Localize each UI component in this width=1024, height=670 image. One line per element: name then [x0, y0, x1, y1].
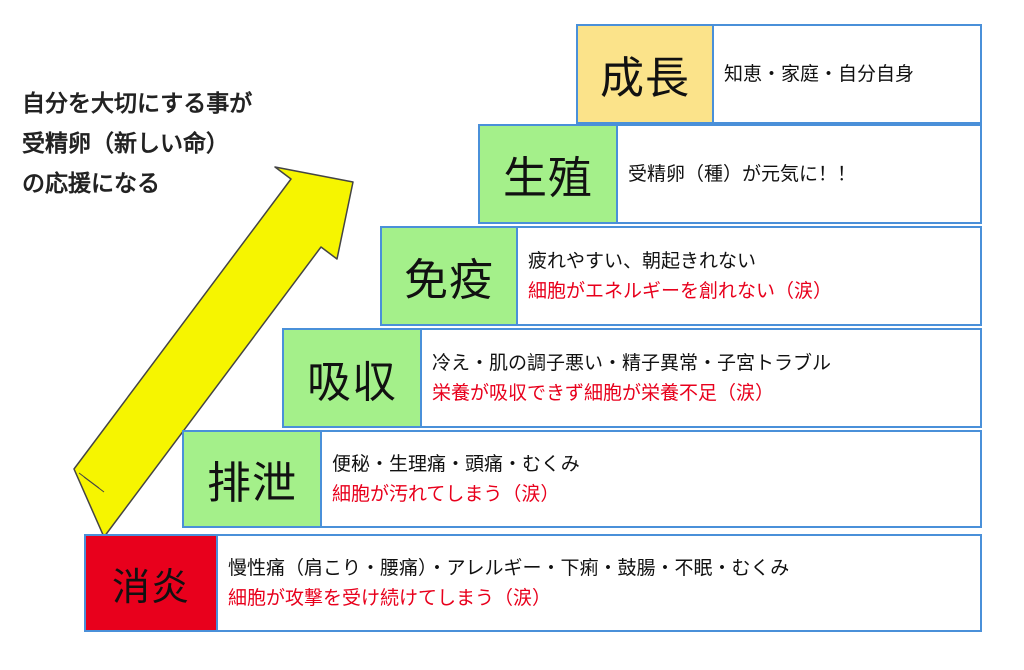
step-symptom-text: 便秘・生理痛・頭痛・むくみ — [332, 453, 580, 475]
step-description-absorption: 冷え・肌の調子悪い・精子異常・子宮トラブル 栄養が吸収できず細胞が栄養不足（涙） — [422, 328, 982, 428]
step-symptom-text: 受精卵（種）が元気に！！ — [628, 163, 857, 185]
step-symptom-text: 慢性痛（肩こり・腰痛）・アレルギー・下痢・鼓腸・不眠・むくみ — [228, 557, 790, 579]
caption-line: 自分を大切にする事が — [22, 91, 253, 117]
step-description-growth: 知恵・家庭・自分自身 — [714, 24, 982, 124]
step-cell-note: 細胞が汚れてしまう（涙） — [332, 483, 560, 505]
caption-line: 受精卵（新しい命） — [22, 131, 229, 157]
step-label-growth: 成長 — [576, 24, 714, 124]
step-cell-note: 栄養が吸収できず細胞が栄養不足（涙） — [432, 382, 775, 404]
step-symptom-text: 疲れやすい、朝起きれない — [528, 250, 757, 272]
step-symptom-text: 冷え・肌の調子悪い・精子異常・子宮トラブル — [432, 352, 832, 374]
caption-line: の応援になる — [22, 171, 160, 197]
step-description-immunity: 疲れやすい、朝起きれない 細胞がエネルギーを創れない（涙） — [518, 226, 982, 326]
caption: 自分を大切にする事が 受精卵（新しい命） の応援になる — [22, 84, 252, 204]
step-description-excretion: 便秘・生理痛・頭痛・むくみ 細胞が汚れてしまう（涙） — [322, 430, 982, 528]
step-label-reproduction: 生殖 — [478, 124, 618, 224]
step-symptom-text: 知恵・家庭・自分自身 — [724, 63, 915, 85]
step-label-excretion: 排泄 — [182, 430, 322, 528]
step-cell-note: 細胞がエネルギーを創れない（涙） — [528, 280, 833, 302]
step-description-anti-inflammation: 慢性痛（肩こり・腰痛）・アレルギー・下痢・鼓腸・不眠・むくみ 細胞が攻撃を受け続… — [218, 534, 982, 632]
step-label-immunity: 免疫 — [380, 226, 518, 326]
step-label-absorption: 吸収 — [282, 328, 422, 428]
step-description-reproduction: 受精卵（種）が元気に！！ — [618, 124, 982, 224]
step-cell-note: 細胞が攻撃を受け続けてしまう（涙） — [228, 587, 552, 609]
step-label-anti-inflammation: 消炎 — [84, 534, 218, 632]
